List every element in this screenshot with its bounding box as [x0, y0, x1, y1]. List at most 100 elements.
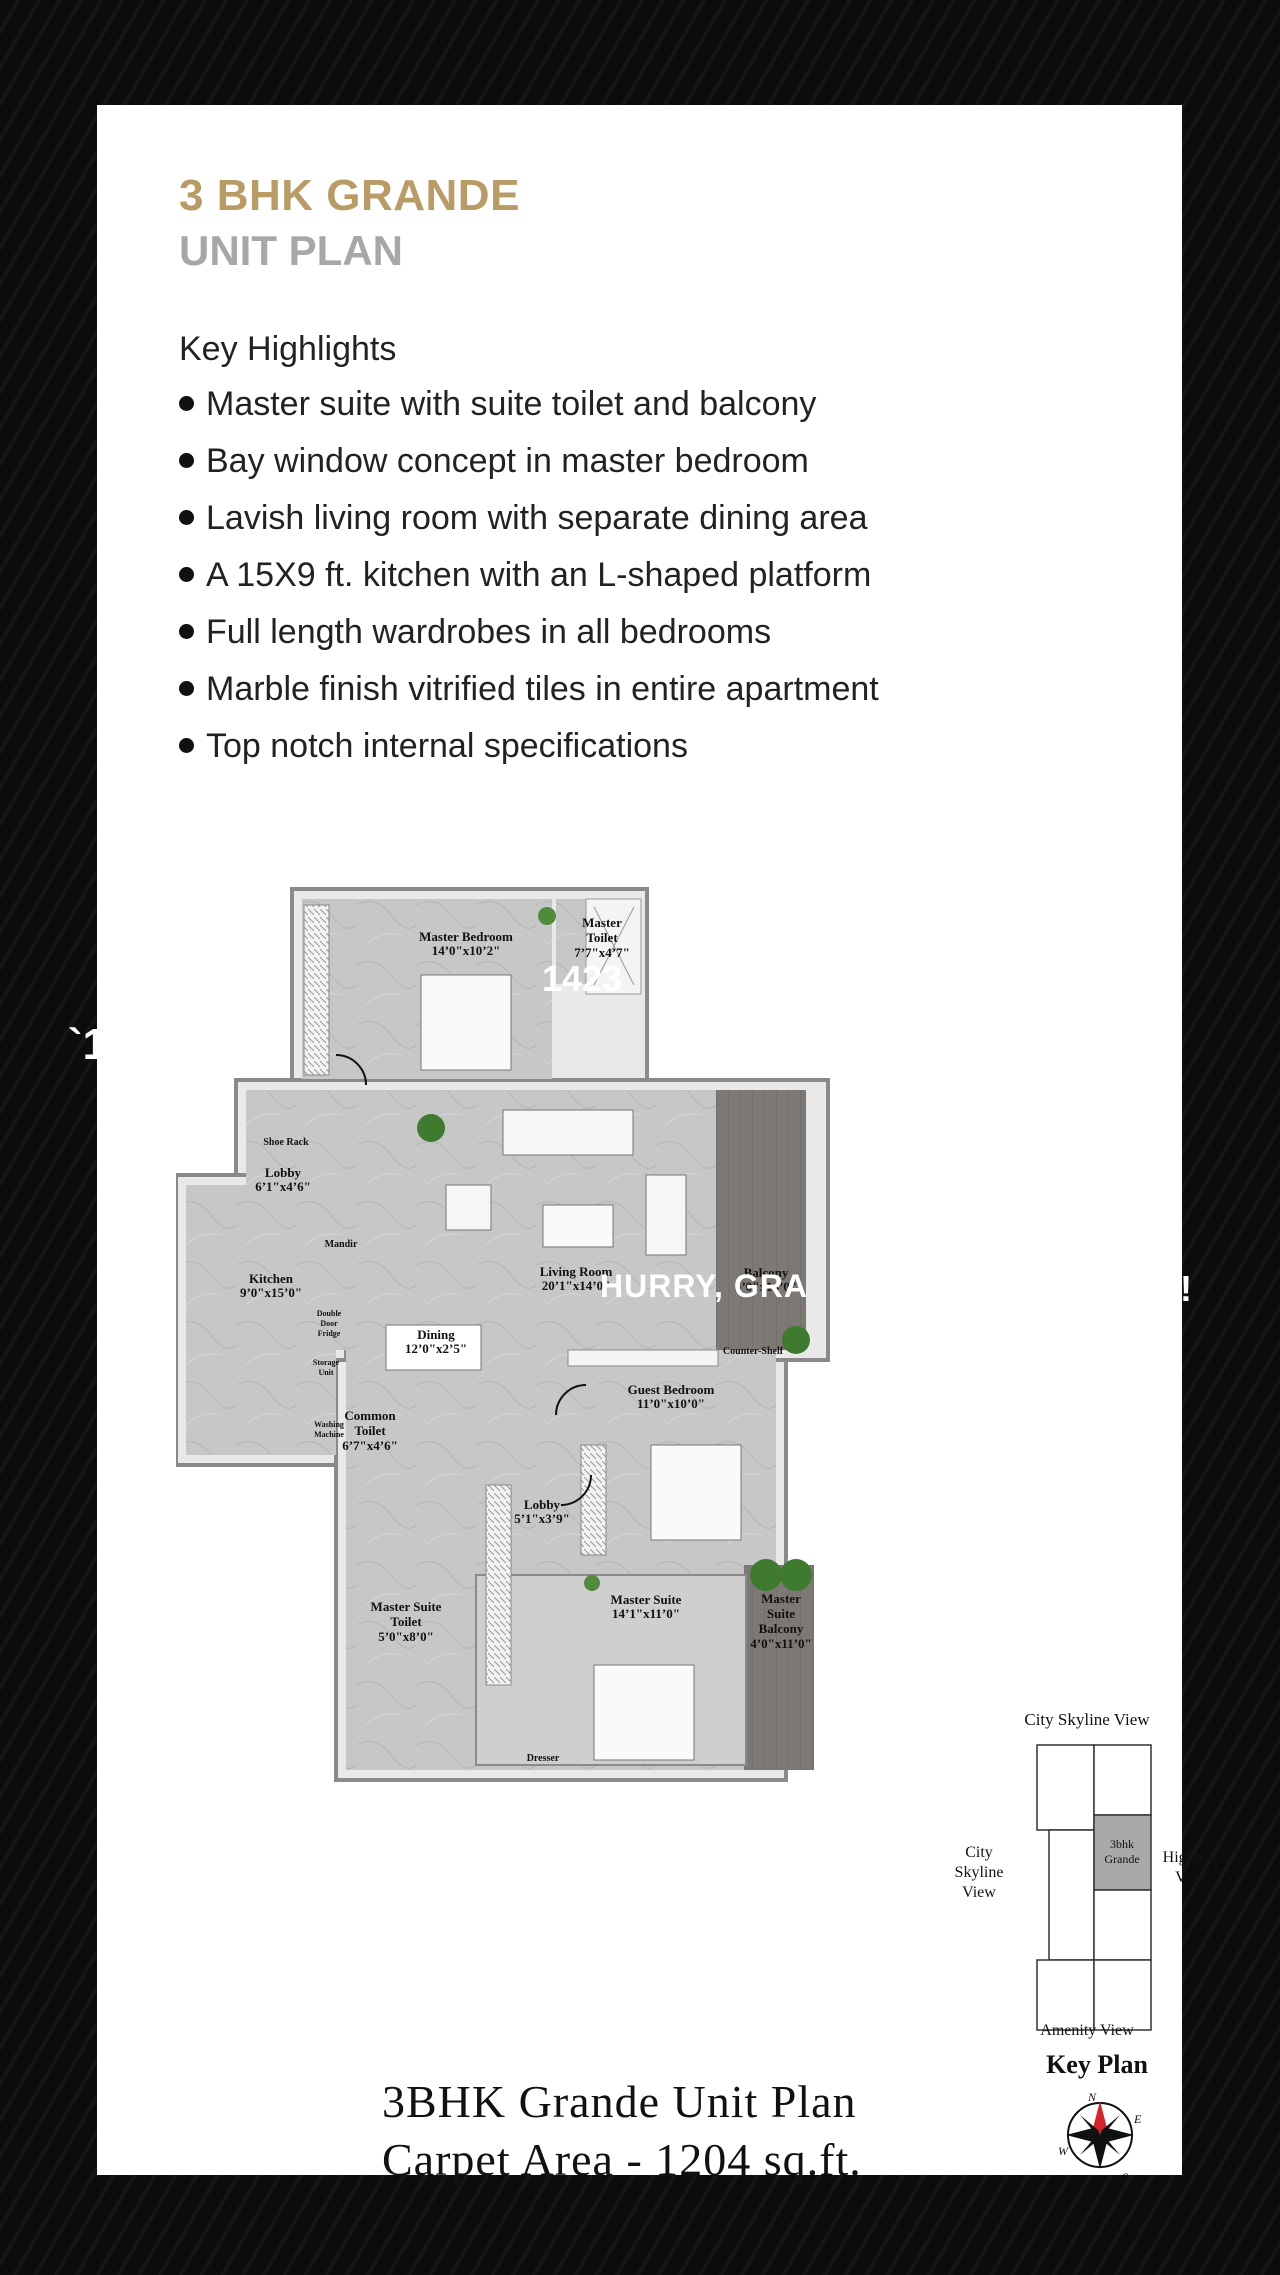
lobby2-label: Lobby — [524, 1497, 561, 1512]
storage-label: Storage — [313, 1358, 340, 1367]
highlight-item: Full length wardrobes in all bedrooms — [179, 613, 879, 670]
common-toilet-label-1: Common — [344, 1408, 396, 1423]
bed — [650, 1444, 742, 1541]
compass-w: W — [1058, 2144, 1069, 2158]
master-toilet-label-1: Master — [582, 915, 622, 930]
bullet-icon — [179, 452, 194, 468]
washing-label: Washing — [314, 1420, 344, 1429]
master-suite-toilet-label-1: Master Suite — [371, 1599, 442, 1614]
highlight-item: Master suite with suite toilet and balco… — [179, 385, 879, 442]
key-plan-unit-label-2: Grande — [1104, 1852, 1139, 1866]
shoe-rack-label: Shoe Rack — [263, 1137, 309, 1148]
suite-balcony-label-1: Master — [761, 1591, 801, 1606]
highlight-item: Top notch internal specifications — [179, 727, 879, 784]
wardrobe — [485, 1484, 512, 1686]
living-room-label: Living Room — [540, 1264, 613, 1279]
overlay-number: 1423 — [542, 958, 623, 999]
common-toilet-size: 6’7"x4’6" — [342, 1438, 398, 1453]
compass-icon: N E W S — [1058, 2090, 1142, 2184]
plant-icon — [750, 1559, 782, 1591]
plan-caption: 3BHK Grande Unit Plan Carpet Area - 1204… — [382, 2073, 862, 2189]
lobby2-size: 5’1"x3’9" — [514, 1511, 570, 1526]
common-toilet-label-2: Toilet — [354, 1423, 386, 1438]
kitchen-label: Kitchen — [249, 1271, 294, 1286]
master-suite-toilet-label-2: Toilet — [390, 1614, 422, 1629]
key-plan-title: Key Plan — [1046, 2050, 1148, 2079]
caption-line-1: 3BHK Grande Unit Plan — [382, 2076, 857, 2127]
kitchen-floor — [186, 1185, 336, 1455]
highlight-item: Bay window concept in master bedroom — [179, 442, 879, 499]
page-subtitle: UNIT PLAN — [179, 227, 403, 274]
balcony-label: Balcony — [744, 1265, 789, 1280]
guest-bedroom-label: Guest Bedroom — [628, 1382, 715, 1397]
key-plan-left-label-1: City — [965, 1844, 993, 1861]
svg-text:Unit: Unit — [318, 1368, 333, 1377]
brochure-page: 3 BHK GRANDE UNIT PLAN Key Highlights Ma… — [97, 105, 1221, 2185]
master-bedroom-label: Master Bedroom — [419, 929, 513, 944]
bullet-icon — [179, 566, 194, 582]
key-plan-right-label-1: Highway — [1163, 1849, 1222, 1866]
key-plan-left-label-3: View — [962, 1884, 996, 1901]
dresser-label: Dresser — [527, 1753, 560, 1764]
page-title: 3 BHK GRANDE — [179, 171, 520, 220]
bullet-icon — [179, 395, 194, 411]
floor-plan: Master Bedroom 14’0"x10’2" Master Toilet… — [176, 887, 830, 1782]
key-plan-right-label-2: View — [1175, 1869, 1209, 1886]
svg-text:Machine: Machine — [314, 1430, 344, 1439]
compass-n: N — [1087, 2090, 1097, 2104]
plant-icon — [782, 1326, 810, 1354]
overlay-hurry-text: HURRY, GRA — [600, 1268, 808, 1304]
kitchen-size: 9’0"x15’0" — [240, 1285, 302, 1300]
plant-icon — [780, 1559, 812, 1591]
overlay-end-fragment: ! — [1180, 1268, 1192, 1309]
master-toilet-label-2: Toilet — [586, 930, 618, 945]
mandir-label: Mandir — [325, 1239, 358, 1250]
coffee-table — [542, 1204, 614, 1248]
bullet-icon — [179, 623, 194, 639]
master-bedroom-size: 14’0"x10’2" — [432, 943, 501, 958]
dining-size: 12’0"x2’5" — [405, 1341, 467, 1356]
wardrobe — [303, 904, 330, 1076]
highlight-item: Lavish living room with separate dining … — [179, 499, 879, 556]
wardrobe — [580, 1444, 607, 1556]
bullet-icon — [179, 737, 194, 753]
master-suite-size: 14’1"x11’0" — [612, 1606, 680, 1621]
suite-balcony-label-2: Suite — [767, 1606, 795, 1621]
key-plan-left-label-2: Skyline — [955, 1864, 1004, 1881]
compass-e: E — [1133, 2112, 1142, 2126]
highlights-heading: Key Highlights — [179, 330, 397, 368]
fridge-label: Double — [317, 1309, 342, 1318]
key-plan-bottom-label: Amenity View — [1040, 2022, 1134, 2039]
svg-text:Door: Door — [320, 1319, 338, 1328]
master-toilet-size: 7’7"x4’7" — [574, 945, 630, 960]
plant-icon — [538, 907, 556, 925]
sofa-side — [645, 1174, 687, 1256]
suite-balcony-size: 4’0"x11’0" — [750, 1636, 811, 1651]
compass-s: S — [1122, 2170, 1128, 2184]
suite-balcony-label-3: Balcony — [759, 1621, 804, 1636]
bullet-icon — [179, 680, 194, 696]
caption-line-2: Carpet Area - 1204 sq.ft. — [382, 2134, 862, 2185]
key-plan-top-label: City Skyline View — [1024, 1710, 1150, 1729]
suite-balcony-floor — [744, 1565, 814, 1770]
living-room-size: 20’1"x14’0" — [542, 1278, 611, 1293]
highlight-item: Marble finish vitrified tiles in entire … — [179, 670, 879, 727]
lobby-label: Lobby — [265, 1165, 302, 1180]
overlay-left-fragment: `1 — [68, 1020, 108, 1069]
bed — [593, 1664, 695, 1761]
svg-text:Fridge: Fridge — [318, 1329, 341, 1338]
guest-bedroom-size: 11’0"x10’0" — [637, 1396, 705, 1411]
balcony-floor — [716, 1090, 806, 1350]
key-plan: City Skyline View 3bhk Grande City Skyli… — [955, 1710, 1222, 2184]
highlight-item: A 15X9 ft. kitchen with an L-shaped plat… — [179, 556, 879, 613]
counter-shelf-label: Counter-Shelf — [723, 1346, 784, 1357]
armchair — [445, 1184, 492, 1231]
master-suite-label: Master Suite — [611, 1592, 682, 1607]
highlights-list: Master suite with suite toilet and balco… — [179, 385, 879, 784]
plant-icon — [417, 1114, 445, 1142]
dining-label: Dining — [417, 1327, 455, 1342]
master-suite-toilet-size: 5’0"x8’0" — [378, 1629, 434, 1644]
plant-icon — [584, 1575, 600, 1591]
balcony-size: 5’0"x14’0" — [735, 1279, 797, 1294]
key-plan-unit-label-1: 3bhk — [1110, 1837, 1134, 1851]
